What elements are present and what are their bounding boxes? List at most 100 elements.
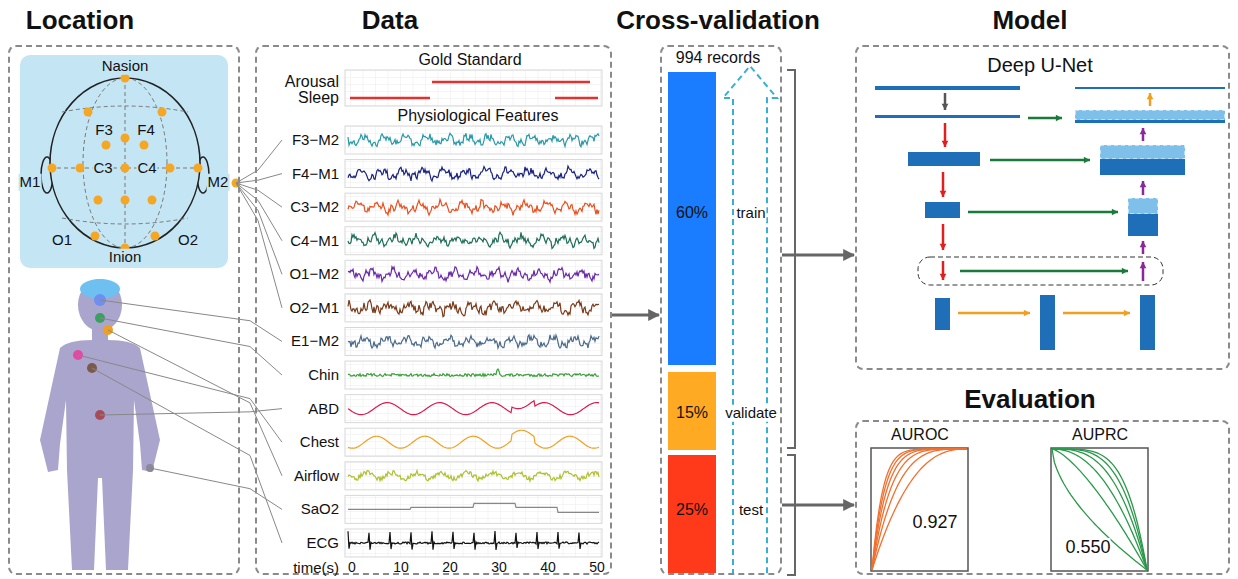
- signal-trace: [348, 503, 599, 512]
- axis-label: Gold Standard: [417, 51, 522, 69]
- electrode-dot: [194, 164, 203, 173]
- panel-title: Model: [992, 6, 1067, 35]
- electrode-dot: [121, 74, 130, 83]
- axis-label: 0: [347, 560, 357, 575]
- electrode-dot: [76, 164, 85, 173]
- metric-plot: AUROC 0.927: [870, 423, 970, 573]
- node-text: 60%: [676, 204, 708, 222]
- leader-line: [78, 140, 282, 543]
- electrode-dot: [121, 164, 130, 173]
- node-text: 0.550: [1065, 538, 1110, 558]
- electrode-dot: [151, 232, 160, 241]
- channel-label: E1−M2: [290, 333, 340, 350]
- electrode-dot: [148, 196, 157, 205]
- node-text: AUROC: [891, 426, 949, 444]
- metric-plot: AUPRC0.550: [1050, 423, 1150, 573]
- panel: AUROC 0.927 AUPRC0.550 Evaluation: [855, 383, 1230, 575]
- node-text: 0.927: [912, 513, 957, 533]
- electrode-label: C4: [136, 160, 157, 177]
- signal-trace: [348, 369, 599, 377]
- channel-label: Airflow: [293, 468, 340, 485]
- axis-label: time(s): [292, 560, 340, 577]
- plot-frame: [345, 495, 602, 523]
- flow-arrow: [612, 314, 659, 317]
- electrode-dot: [121, 134, 130, 143]
- panel-border: [8, 45, 240, 575]
- plot-frame: [345, 160, 602, 188]
- body-silhouette: [40, 279, 160, 570]
- signal-trace: [348, 401, 599, 415]
- node-text: Deep U-Net: [987, 54, 1093, 76]
- signal-trace: [348, 531, 599, 550]
- axis-label: 50: [588, 560, 606, 575]
- plot-frame: [345, 529, 602, 557]
- signal-trace: [348, 166, 599, 181]
- panel-border: [855, 420, 1230, 575]
- dashed-arrow: [723, 66, 777, 575]
- channel-label: C4−M1: [289, 232, 340, 249]
- channel-label: O1−M2: [288, 266, 340, 283]
- electrode-label: F3: [94, 122, 114, 139]
- split-label: validate: [724, 405, 778, 422]
- electrode-dot: [84, 108, 93, 117]
- plot-frame: [345, 361, 602, 389]
- plot-frame: [345, 227, 602, 255]
- gold-standard-line: [350, 82, 598, 98]
- axis-label: Arousal: [284, 73, 340, 91]
- head-outline: [50, 78, 200, 248]
- unet-diagram: [875, 86, 1225, 350]
- node-text: 25%: [676, 501, 708, 519]
- signal-trace: [348, 471, 599, 482]
- plot-frame: [345, 462, 602, 490]
- panel-title: Location: [26, 6, 134, 35]
- channel-label: F4−M1: [291, 165, 340, 182]
- electrode-label: C3: [92, 160, 113, 177]
- channel-label: SaO2: [300, 501, 340, 518]
- electrode-dot: [91, 232, 100, 241]
- panel-title: Cross-validation: [616, 6, 820, 35]
- electrode-dot: [158, 108, 167, 117]
- signal-trace: [348, 300, 599, 317]
- signal-trace: [348, 199, 599, 215]
- channel-label: C3−M2: [289, 199, 340, 216]
- electrode-dot: [102, 141, 111, 150]
- plot-frame: [345, 327, 602, 355]
- axis-label: 40: [539, 560, 557, 575]
- signal-trace: [348, 430, 599, 448]
- node-text: 15%: [676, 404, 708, 422]
- channel-label: O2−M1: [288, 300, 340, 317]
- head-panel: [20, 55, 228, 268]
- channel-label: ECG: [305, 535, 340, 552]
- electrode-label: O1: [51, 232, 73, 249]
- electrode-dot: [94, 196, 103, 205]
- panel: ModelDeep U-Net: [855, 0, 1230, 370]
- panel: Location: [8, 0, 240, 575]
- panel-title: Data: [362, 6, 418, 35]
- panel-title: Evaluation: [964, 385, 1095, 414]
- split-label: train: [735, 205, 766, 222]
- split-bar: 25%: [668, 455, 716, 573]
- axis-label: 30: [490, 560, 508, 575]
- channel-label: ABD: [307, 400, 340, 417]
- electrode-dot: [166, 164, 175, 173]
- plot-frame: [345, 428, 602, 456]
- electrode-label: M1: [19, 174, 42, 191]
- plot-frame: [345, 260, 602, 288]
- electrode-label: Nasion: [101, 58, 150, 75]
- panel-border: [855, 45, 1230, 370]
- axis-label: 20: [441, 560, 459, 575]
- electrode-dot: [48, 164, 57, 173]
- split-bar: 60%: [668, 72, 716, 365]
- electrode-label: O2: [177, 232, 199, 249]
- split-bar: 15%: [668, 372, 716, 450]
- plot-frame: [345, 193, 602, 221]
- plot-frame: [870, 423, 970, 573]
- channel-label: Chin: [307, 367, 340, 384]
- axis-label: Sleep: [297, 89, 340, 107]
- plot-frame: [345, 294, 602, 322]
- axis-label: Physiological Features: [397, 107, 560, 125]
- plot-frame: [345, 126, 602, 154]
- signal-trace: [348, 335, 599, 348]
